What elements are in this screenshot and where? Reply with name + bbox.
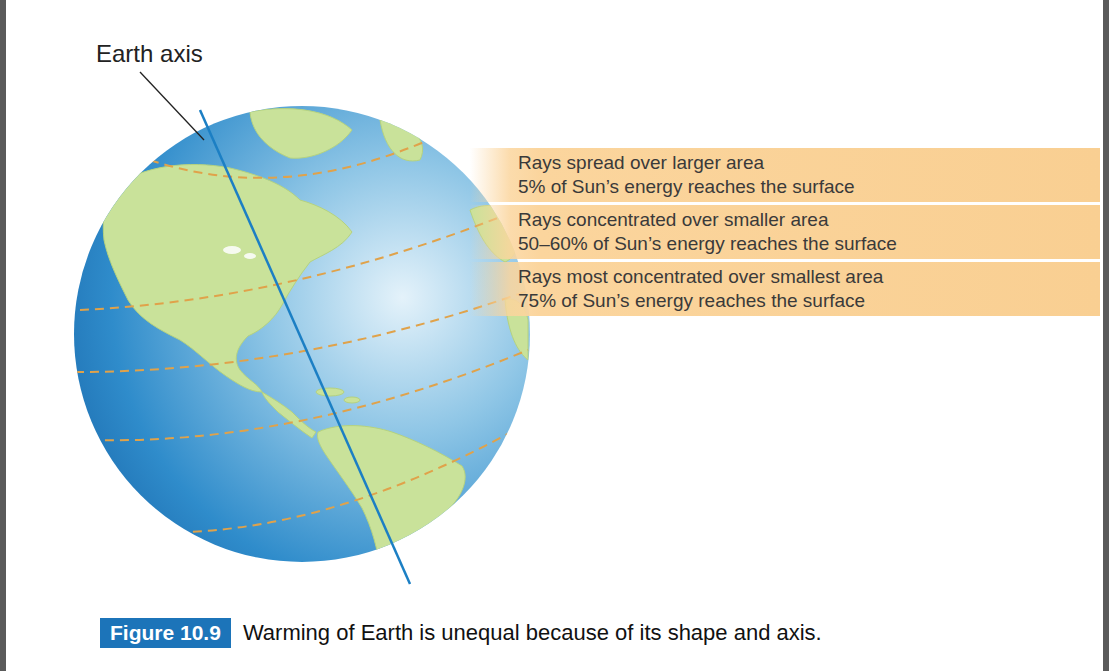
band-body: 5% of Sun’s energy reaches the surface (518, 175, 1090, 199)
latitude-lines (75, 120, 530, 532)
continents (103, 109, 528, 570)
earth-axis-line (200, 110, 410, 584)
band-heading: Rays most concentrated over smallest are… (518, 265, 1090, 289)
energy-band: Rays spread over larger area5% of Sun’s … (470, 148, 1100, 202)
band-body: 75% of Sun’s energy reaches the surface (518, 289, 1090, 313)
energy-band: Rays concentrated over smaller area50–60… (470, 205, 1100, 259)
figure-number-box: Figure 10.9 (100, 618, 231, 648)
leader-line (140, 72, 204, 140)
energy-band: Rays most concentrated over smallest are… (470, 262, 1100, 316)
band-heading: Figure 10.9 (110, 620, 221, 646)
figure-caption: Warming of Earth is unequal because of i… (243, 618, 822, 648)
band-heading: Rays spread over larger area (518, 151, 1090, 175)
band-heading: Rays concentrated over smaller area (518, 208, 1090, 232)
great-lakes (223, 246, 256, 259)
frame-edge (0, 0, 6, 671)
axis-label: Earth axis (96, 40, 203, 68)
band-body: 50–60% of Sun’s energy reaches the surfa… (518, 232, 1090, 256)
earth-globe (74, 106, 530, 562)
frame-edge (1103, 0, 1109, 671)
